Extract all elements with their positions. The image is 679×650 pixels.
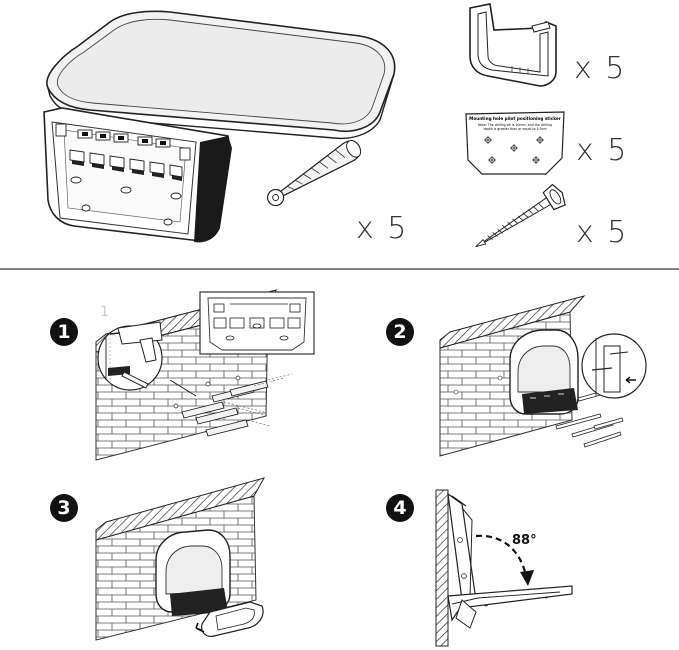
step-1-illustration <box>95 289 315 461</box>
sticker-title: Mounting hole pilot positioning sticker <box>469 116 562 121</box>
sticker-note-line-1: Note: The drilling bit is 10mm, and the … <box>478 123 552 127</box>
seat-pad <box>46 10 396 140</box>
step-3-badge: 3 <box>50 494 78 522</box>
bracket-part <box>469 3 557 87</box>
step-4-illustration <box>435 489 573 647</box>
bracket-quantity: x 5 <box>574 51 626 86</box>
seat-base <box>43 107 232 243</box>
step-2-illustration <box>439 295 647 457</box>
wall-anchor <box>267 140 362 207</box>
step-2-badge: 2 <box>386 318 414 346</box>
screw-part <box>475 183 566 248</box>
anchor-quantity: x 5 <box>356 211 408 246</box>
angle-label: 88° <box>512 533 537 548</box>
step-1-substep-number: 1 <box>100 304 109 320</box>
step-1-badge: 1 <box>50 318 78 346</box>
step-4-badge: 4 <box>386 494 414 522</box>
step-3-illustration <box>95 477 266 641</box>
sticker-note-line-2: depth is greater than or equal to 5.5cm <box>483 127 546 131</box>
positioning-sticker: Mounting hole pilot positioning sticker … <box>465 111 565 175</box>
sticker-quantity: x 5 <box>576 133 628 168</box>
screw-quantity: x 5 <box>576 215 628 250</box>
